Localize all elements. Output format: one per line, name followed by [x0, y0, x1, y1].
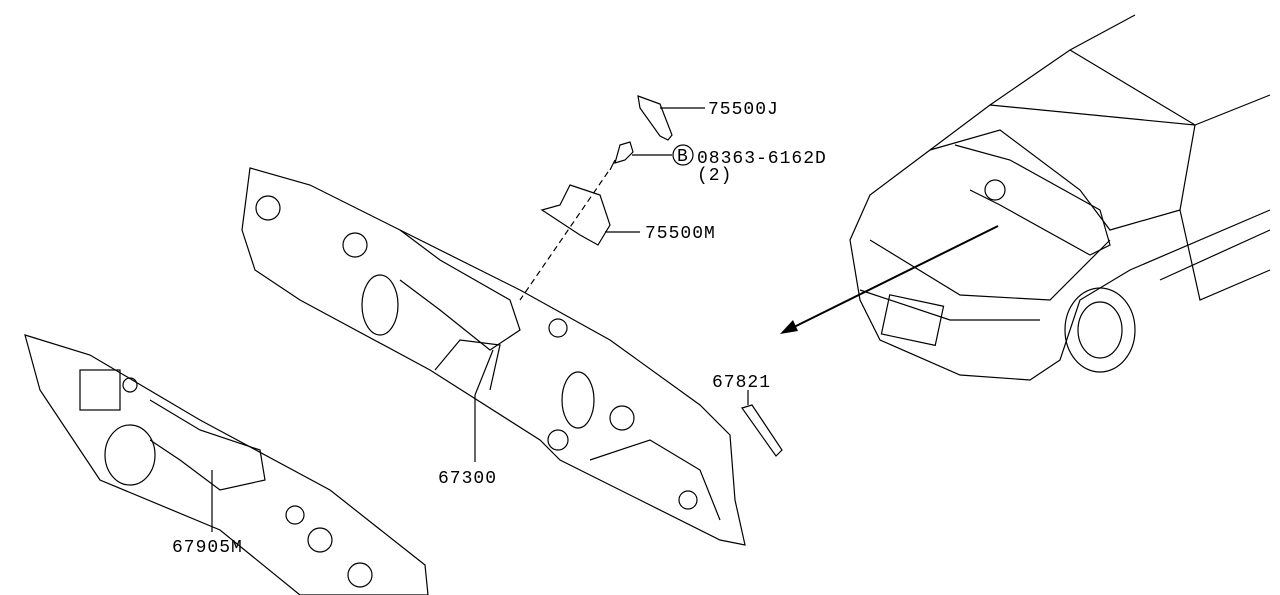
label-75500m[interactable]: 75500M — [645, 224, 716, 244]
label-67905m[interactable]: 67905M — [172, 538, 243, 558]
vehicle-location-view — [849, 14, 1271, 381]
clip-67821[interactable] — [741, 390, 783, 457]
bracket-75500m[interactable] — [519, 171, 640, 301]
leader-67300 — [474, 349, 494, 396]
label-67821[interactable]: 67821 — [712, 373, 771, 393]
label-bolt-qty: (2) — [697, 166, 732, 186]
bolt-symbol: B — [677, 147, 689, 167]
label-08363-6162d[interactable]: 08363-6162D — [697, 149, 827, 169]
insulator-67905m[interactable] — [24, 334, 429, 595]
label-75500j[interactable]: 75500J — [708, 100, 779, 120]
label-67300[interactable]: 67300 — [438, 469, 497, 489]
location-arrow — [780, 225, 999, 334]
bracket-75500j[interactable] — [637, 95, 705, 141]
dash-panel-67300[interactable] — [241, 167, 746, 546]
bolt-08363-6162d[interactable] — [609, 141, 694, 171]
